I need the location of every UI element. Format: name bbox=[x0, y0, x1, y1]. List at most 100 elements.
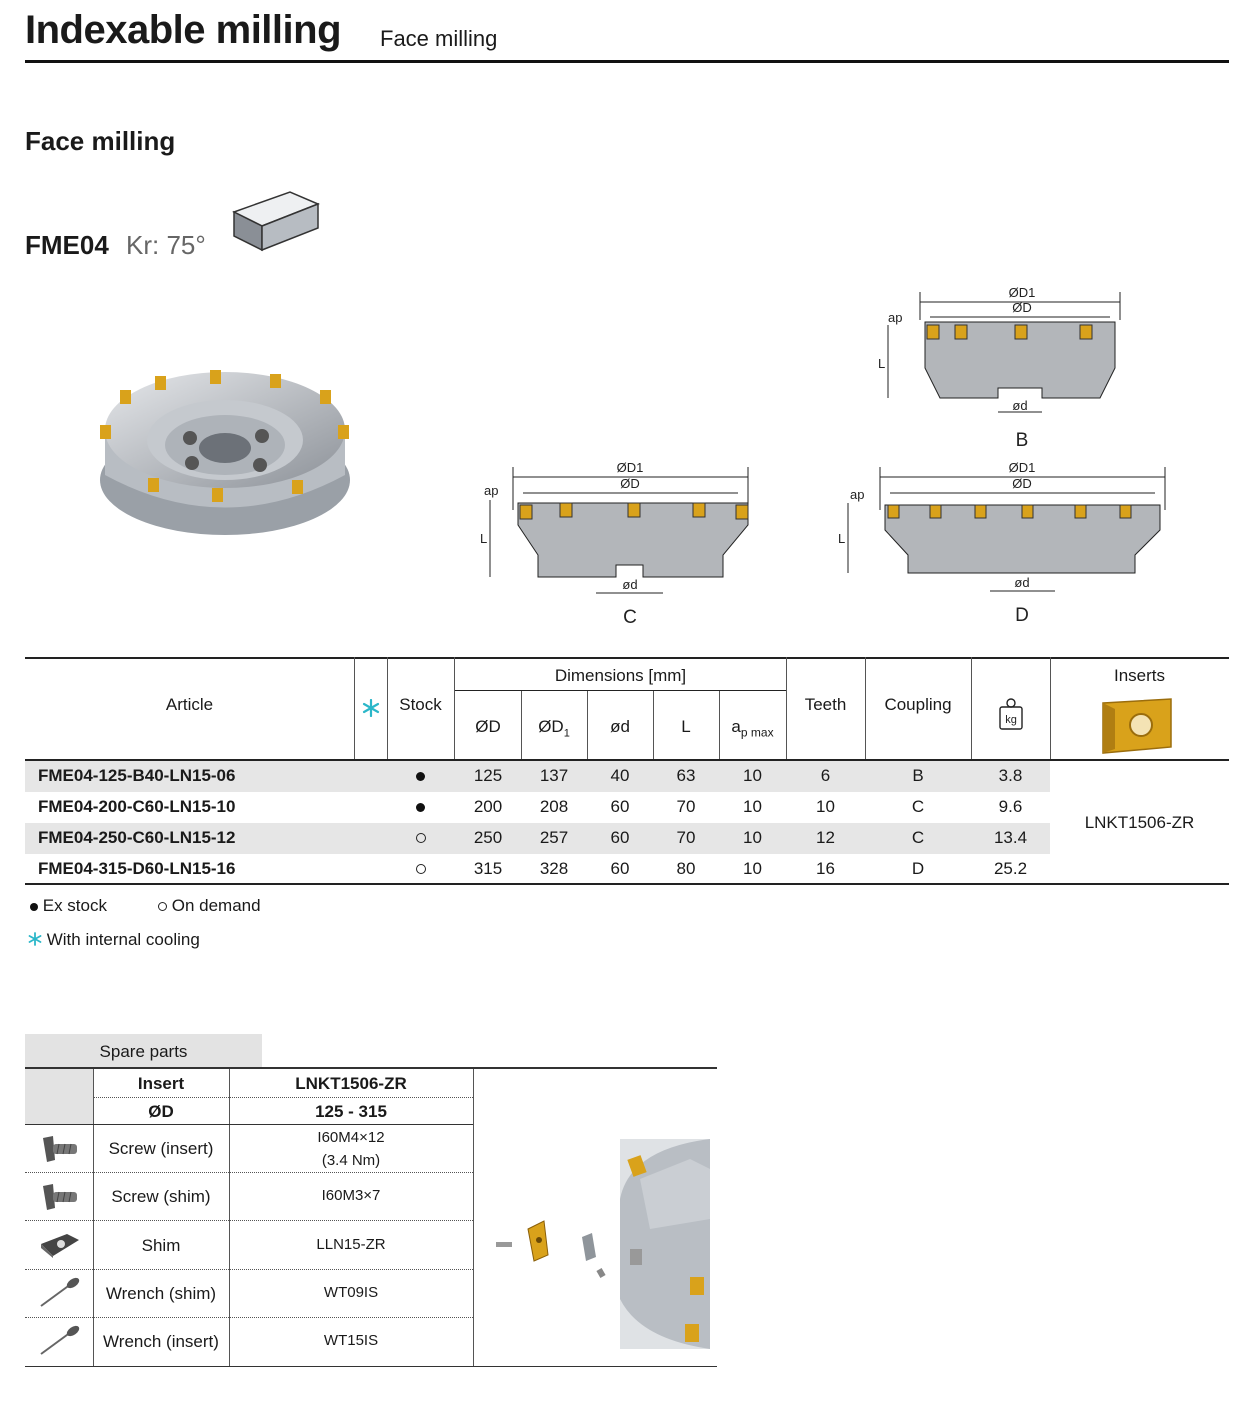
d-cell: 200 bbox=[473, 797, 503, 816]
weight-icon: kg bbox=[999, 698, 1023, 730]
label-d1: ØD1 bbox=[1009, 460, 1036, 475]
spare-header-d-label: ØD bbox=[148, 1102, 174, 1121]
cooling-icon bbox=[362, 699, 380, 717]
spare-parts-tab bbox=[25, 1034, 262, 1067]
header-d1: ØD1 bbox=[521, 717, 587, 739]
weight-cell: 9.6 bbox=[998, 797, 1023, 816]
cooling-icon bbox=[28, 932, 42, 946]
spare-part-name: Screw (insert) bbox=[108, 1139, 214, 1158]
label-l: L bbox=[838, 531, 845, 546]
header-teeth: Teeth bbox=[804, 695, 847, 714]
stock-cell bbox=[387, 797, 454, 817]
wrench-icon bbox=[40, 1277, 80, 1307]
small-d-cell: 60 bbox=[610, 828, 630, 847]
spare-vrule bbox=[229, 1069, 230, 1366]
label-small-d: ød bbox=[1014, 575, 1029, 590]
col-divider bbox=[1050, 657, 1051, 759]
on-demand-dot bbox=[415, 864, 426, 874]
spare-dotted-rule bbox=[25, 1172, 473, 1173]
spare-part-name: Wrench (shim) bbox=[105, 1284, 217, 1303]
row-shade bbox=[25, 761, 1050, 792]
header-small-d: ød bbox=[610, 717, 630, 736]
coupling-cell: B bbox=[912, 766, 924, 785]
col-divider bbox=[719, 691, 720, 759]
article-cell: FME04-250-C60-LN15-12 bbox=[38, 828, 236, 847]
spare-dotted-rule bbox=[25, 1317, 473, 1318]
insert-icon bbox=[1102, 698, 1172, 754]
insert-shape-icon bbox=[232, 191, 320, 252]
spare-dotted-rule bbox=[25, 1220, 473, 1221]
spare-header-d-value: 125 - 315 bbox=[315, 1102, 387, 1121]
small-d-cell: 60 bbox=[610, 797, 630, 816]
weight-cell: 3.8 bbox=[998, 766, 1023, 785]
spare-parts-table: Spare parts Insert LNKT1506-ZR ØD 125 - … bbox=[25, 1034, 725, 1374]
label-d1: ØD1 bbox=[1009, 285, 1036, 300]
section-title: Face milling bbox=[25, 126, 176, 156]
header-stock: Stock bbox=[399, 695, 442, 714]
article-cell: FME04-200-C60-LN15-10 bbox=[38, 797, 236, 816]
l-cell: 70 bbox=[676, 797, 696, 816]
col-divider bbox=[865, 657, 866, 759]
stock-cell bbox=[387, 766, 454, 786]
ap-cell: 10 bbox=[743, 766, 762, 785]
header-article: Article bbox=[165, 695, 214, 714]
ex-stock-dot bbox=[30, 903, 38, 911]
teeth-cell: 16 bbox=[816, 859, 835, 878]
d1-cell: 257 bbox=[539, 828, 569, 847]
l-cell: 70 bbox=[676, 828, 696, 847]
wrench-icon bbox=[40, 1325, 80, 1355]
header-d1-sub: 1 bbox=[563, 727, 570, 740]
header-l: L bbox=[681, 717, 691, 736]
header-dimensions: Dimensions [mm] bbox=[554, 666, 687, 685]
ap-cell: 10 bbox=[743, 859, 762, 878]
spare-vrule bbox=[473, 1069, 474, 1366]
spare-vrule bbox=[93, 1069, 94, 1366]
legend-on-demand: On demand bbox=[158, 896, 261, 916]
teeth-cell: 10 bbox=[816, 797, 835, 816]
legend-cooling: With internal cooling bbox=[28, 930, 200, 950]
label-d: ØD bbox=[620, 476, 640, 491]
label-d: ØD bbox=[1012, 476, 1032, 491]
stock-cell bbox=[387, 828, 454, 848]
diagram-c: ØD1 ØD ap L ød C bbox=[480, 460, 749, 628]
article-table: Article Stock Dimensions [mm] ØD ØD1 ød … bbox=[25, 657, 1229, 887]
title-divider bbox=[25, 60, 1229, 63]
spare-part-value: I60M3×7 bbox=[321, 1187, 381, 1204]
spare-part-value: LLN15-ZR bbox=[316, 1236, 386, 1253]
table-top-rule bbox=[25, 657, 1229, 659]
on-demand-dot bbox=[415, 833, 426, 843]
legend-ex-stock-text: Ex stock bbox=[42, 896, 107, 915]
coupling-cell: C bbox=[911, 828, 925, 847]
spare-part-name: Shim bbox=[141, 1236, 181, 1255]
stock-cell bbox=[387, 859, 454, 879]
label-small-d: ød bbox=[1012, 398, 1027, 413]
col-divider bbox=[971, 657, 972, 759]
legend-cooling-text: With internal cooling bbox=[46, 930, 200, 949]
diagram-b: ØD1 ØD ap L ød B bbox=[878, 285, 1121, 451]
header-coupling: Coupling bbox=[884, 695, 952, 714]
label-l: L bbox=[480, 531, 487, 546]
ap-cell: 10 bbox=[743, 797, 762, 816]
weight-cell: 13.4 bbox=[993, 828, 1028, 847]
label-d1: ØD1 bbox=[617, 460, 644, 475]
ex-stock-dot bbox=[416, 772, 425, 781]
legend-on-demand-text: On demand bbox=[171, 896, 261, 915]
screw-icon bbox=[43, 1184, 77, 1210]
header-ap: ap max bbox=[719, 717, 786, 739]
coupling-cell: D bbox=[911, 859, 925, 878]
shim-icon bbox=[41, 1234, 79, 1258]
d-cell: 250 bbox=[473, 828, 503, 847]
header-d: ØD bbox=[475, 717, 501, 736]
weight-cell: 25.2 bbox=[993, 859, 1028, 878]
assembly-illustration bbox=[496, 1139, 710, 1349]
d-cell: 315 bbox=[473, 859, 503, 878]
weight-icon-text: kg bbox=[1005, 714, 1017, 726]
col-divider bbox=[521, 691, 522, 759]
d1-cell: 328 bbox=[539, 859, 569, 878]
spare-header-insert-label: Insert bbox=[137, 1074, 185, 1093]
d-cell: 125 bbox=[473, 766, 503, 785]
spare-header-insert-value: LNKT1506-ZR bbox=[295, 1074, 407, 1093]
col-divider bbox=[454, 657, 455, 759]
label-ap: ap bbox=[888, 310, 902, 325]
header-ap-base: a bbox=[731, 717, 741, 736]
